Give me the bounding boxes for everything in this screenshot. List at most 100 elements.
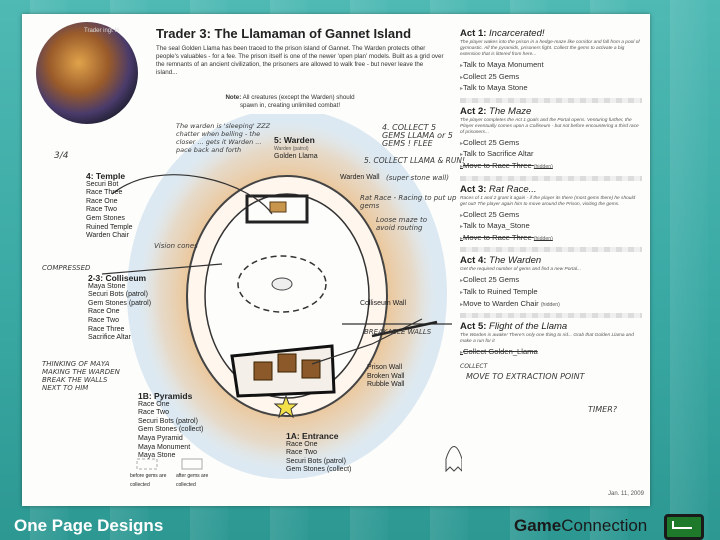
act-2: Act 2: The Maze The player completes the… [460,106,642,173]
prison-wall-3: Rubble Wall [367,381,404,390]
act-4-list: Collect 25 Gems Talk to Ruined Temple Mo… [460,275,642,310]
footer-brand-bold: Game [514,516,561,535]
act-1-item: Collect 25 Gems [460,72,642,84]
warden-handwritten-note: The warden is 'sleeping' ZZZ chatter whe… [176,122,276,154]
act-2-num: Act 2: [460,106,486,117]
act-1-name: Incarcerated! [489,28,544,39]
act-1-item-text: Collect 25 Gems [463,72,519,81]
act-5-list: Collect Golden_Llama [460,347,642,359]
act-3-num: Act 3: [460,184,486,195]
colliseum-wall-label: Colliseum Wall [360,300,406,309]
vision-cones-note: Vision cones [154,242,198,250]
ghost-doodle [446,447,462,472]
act-2-item-text: Move to Race Three [463,161,532,170]
act-1-item-text: Talk to Maya Monument [463,60,544,69]
date-label: Jan. 11, 2009 [608,491,644,497]
prison-wall-1: Prison Wall [367,364,404,373]
pyramids-label: 1B: Pyramids Race One Race Two Securi Bo… [138,392,203,461]
act-2-item: Talk to Sacrifice Altar [460,149,642,161]
prison-wall-2: Broken Wall [367,373,404,382]
breakable-walls-note: BREAKABLE WALLS [364,328,431,336]
act-5-item: Collect Golden_Llama [460,347,642,359]
three-four-note: 3/4 [54,152,68,160]
colliseum-item-5: Race Two [88,317,151,326]
move-extraction-note: MOVE TO EXTRACTION POINT [466,373,648,381]
act-2-list: Collect 25 Gems Talk to Sacrifice Altar … [460,138,642,173]
act-2-item-text: Collect 25 Gems [463,138,519,147]
design-sheet: Trader ingt H Trader 3: The Llamaman of … [22,14,650,506]
temple-item-3: Race One [86,198,133,207]
act-3-item-text: Collect 25 Gems [463,210,519,219]
colliseum-label: 2-3: Colliseum Maya Stone Securi Bots (p… [88,274,151,343]
colliseum-item-6: Race Three [88,326,151,335]
act-4-item-text: Talk to Ruined Temple [463,287,538,296]
colliseum-item-1: Maya Stone [88,283,151,292]
act-4-item-text: Collect 25 Gems [463,275,519,284]
act-2-item-text: Talk to Sacrifice Altar [463,149,533,158]
act-4-item-text: Move to Warden Chair [463,299,539,308]
prison-wall-label: Prison Wall Broken Wall Rubble Wall [367,364,404,390]
act-2-item: Move to Race Three (hidden) [460,161,642,173]
acts-column: Act 1: Incarcerated! The player wakes in… [460,28,642,377]
act-4-item-note: (hidden) [541,302,560,308]
intro-text: The seal Golden Llama has been traced to… [156,45,446,77]
footer-brand: GameConnection [514,516,647,536]
pyramid-2 [278,354,296,372]
act-4-num: Act 4: [460,255,486,266]
act-4-heading: Act 4: The Warden [460,255,642,266]
act-4: Act 4: The Warden Get the required numbe… [460,255,642,310]
act-5-item-text: Collect Golden_Llama [463,347,538,356]
act-5-name: Flight of the Llama [489,321,567,332]
act-4-item: Collect 25 Gems [460,275,642,287]
page-title: Trader 3: The Llamaman of Gannet Island [156,26,411,41]
colliseum-item-7: Sacrifice Altar [88,334,151,343]
act-3-list: Collect 25 Gems Talk to Maya_Stone Move … [460,210,642,245]
legend-after: after gems are collected [176,472,216,489]
act-4-desc: Get the required number of gems and find… [460,267,642,273]
act-1-item: Talk to Maya Stone [460,83,642,95]
act-3-item-text: Move to Race Three [463,233,532,242]
note-label: Note: [225,94,241,101]
act-1-desc: The player wakes into the prison in a he… [460,40,642,58]
colliseum-title: 2-3: Colliseum [88,274,151,283]
act-2-name: The Maze [489,106,531,117]
act-1-list: Talk to Maya Monument Collect 25 Gems Ta… [460,60,642,95]
temple-item-7: Warden Chair [86,232,133,241]
thinking-note: THINKING OF MAYA MAKING THE WARDEN BREAK… [42,360,124,392]
colliseum-item-3: Gem Stones (patrol) [88,300,151,309]
temple-item-1: Securi Bot [86,181,133,190]
collect-five-note: 4. COLLECT 5 GEMS LLAMA or 5 GEMS ! FLEE [382,124,458,148]
act-2-item-note: (hidden) [534,164,553,170]
colliseum-center [272,278,292,290]
entrance-title: 1A: Entrance [286,432,351,441]
divider [460,98,642,103]
act-3-name: Rat Race... [489,184,537,195]
warden-label: 5: Warden Warden (patrol) Golden Llama [274,136,318,162]
act-2-desc: The player completes the Act 1 goals and… [460,118,642,136]
colliseum-item-2: Securi Bots (patrol) [88,291,151,300]
temple-item-2: Race Three [86,189,133,198]
timer-note: TIMER? [588,406,617,414]
act-4-item: Talk to Ruined Temple [460,287,642,299]
note-text: Note: All creatures (except the Warden) … [220,94,360,110]
pyramid-1 [254,362,272,380]
entrance-label: 1A: Entrance Race One Race Two Securi Bo… [286,432,351,475]
act-2-heading: Act 2: The Maze [460,106,642,117]
rat-race-note: Rat Race - Racing to put up gems [360,194,460,210]
pyramids-item-6: Maya Monument [138,444,203,453]
legend-before: before gems are collected [130,472,170,489]
warden-title: 5: Warden [274,136,318,145]
pyramids-title: 1B: Pyramids [138,392,203,401]
act-4-item: Move to Warden Chair (hidden) [460,299,642,311]
act-3-item: Move to Race Three (hidden) [460,233,642,245]
temple-title: 4: Temple [86,172,133,181]
act-3-item-text: Talk to Maya_Stone [463,221,530,230]
entrance-item-4: Gem Stones (collect) [286,466,351,475]
warden-item-1: Warden (patrol) [274,145,318,154]
pyramids-item-5: Maya Pyramid [138,435,203,444]
colliseum-item-4: Race One [88,308,151,317]
divider [460,247,642,252]
warden-chair [270,202,286,212]
act-3-heading: Act 3: Rat Race... [460,184,642,195]
pyramids-item-3: Securi Bots (patrol) [138,418,203,427]
